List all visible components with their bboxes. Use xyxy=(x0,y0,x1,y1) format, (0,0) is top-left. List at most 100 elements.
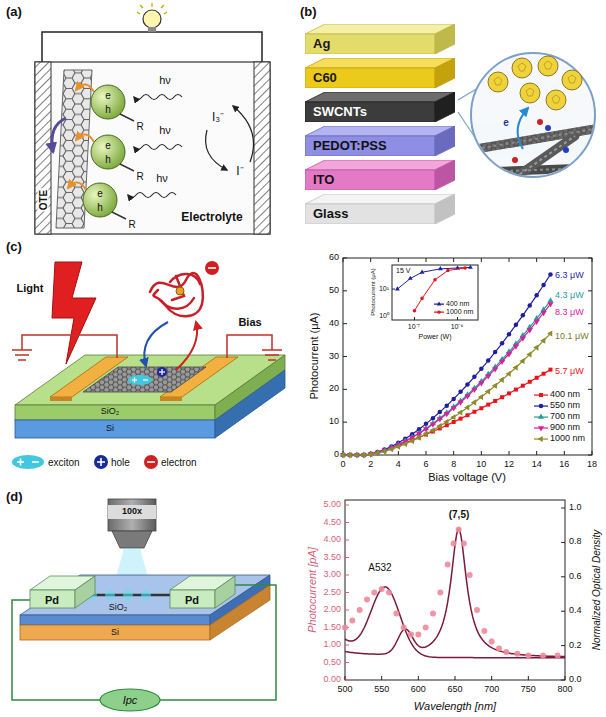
hole-symbol xyxy=(157,367,167,377)
layer-name: ITO xyxy=(313,170,334,190)
data-marker xyxy=(492,367,498,372)
data-marker xyxy=(493,350,498,355)
photon-label: hν xyxy=(159,74,171,86)
power-label: 4.3 μW xyxy=(555,291,584,301)
injection-arrow xyxy=(52,118,66,152)
layer-name: Si xyxy=(106,424,114,434)
photocurrent-chart xyxy=(343,370,551,455)
photocurrent-chart xyxy=(536,451,537,455)
spectrum-chart xyxy=(481,628,487,634)
fullerene xyxy=(488,56,582,110)
photocurrent-chart xyxy=(343,323,347,324)
data-marker xyxy=(444,412,450,417)
spectrum-chart xyxy=(345,540,349,541)
legend-sample xyxy=(534,435,548,443)
axis-tick: 2.50 xyxy=(323,588,341,598)
electrode-name: Pd xyxy=(45,594,59,606)
axis-tick: 0.50 xyxy=(323,658,341,668)
cell-housing xyxy=(35,62,270,234)
axis-tick: 60 xyxy=(329,253,339,263)
axis-tick: 16 xyxy=(559,460,569,470)
data-marker xyxy=(416,435,421,441)
legend-entry: 400 nm xyxy=(534,390,580,400)
axis-tick: 10⁻⁶ xyxy=(451,323,464,331)
ground-symbol xyxy=(12,350,282,360)
substrate-slab xyxy=(15,355,285,438)
nanotube-mesh xyxy=(470,128,600,188)
redox-arrow xyxy=(233,106,254,162)
circuit-wire xyxy=(42,32,262,62)
spectrum-chart xyxy=(342,625,348,631)
spectrum-chart xyxy=(345,557,349,558)
photocurrent-chart xyxy=(509,451,510,455)
data-marker xyxy=(486,358,491,363)
data-marker xyxy=(472,375,477,380)
fullerene xyxy=(512,58,532,78)
photocurrent-chart xyxy=(414,317,415,320)
nanotube-film xyxy=(83,367,206,392)
data-marker xyxy=(409,438,414,444)
nanotube-mesh xyxy=(500,136,575,188)
injection-arrow xyxy=(52,118,66,152)
fullerene-facets xyxy=(494,77,502,85)
layer-top xyxy=(305,160,455,170)
spectrum-chart xyxy=(345,500,565,680)
substrate-slab xyxy=(20,575,270,640)
spectrum-chart xyxy=(345,676,346,680)
data-marker xyxy=(520,336,526,341)
sensitizer-sphere xyxy=(83,85,125,217)
charge-dot xyxy=(563,147,569,153)
axis-tick: 40 xyxy=(329,319,339,329)
spectrum-chart xyxy=(555,653,561,659)
photocurrent-chart xyxy=(392,289,395,290)
fullerene xyxy=(488,72,508,92)
spectrum-chart xyxy=(514,651,520,657)
data-marker xyxy=(541,311,547,316)
hole-transfer-arrow xyxy=(144,322,168,366)
data-marker xyxy=(395,444,400,450)
data-marker xyxy=(507,332,512,337)
data-marker xyxy=(542,372,546,376)
charge-dot xyxy=(537,119,543,125)
data-marker xyxy=(438,410,443,415)
data-marker xyxy=(521,384,525,388)
data-marker xyxy=(533,345,538,351)
light-bulb xyxy=(164,12,167,14)
legend-text: 1000 nm xyxy=(446,308,473,316)
photocurrent-chart xyxy=(588,422,592,423)
photocurrent-chart xyxy=(453,258,454,262)
data-marker xyxy=(422,431,427,437)
group-label: R xyxy=(128,219,135,230)
axis-tick: 500 xyxy=(337,685,352,695)
layer-front xyxy=(305,136,435,156)
data-marker xyxy=(413,309,417,313)
data-marker xyxy=(420,297,424,301)
electron-transfer-arrow xyxy=(176,322,197,370)
gold-electrode xyxy=(50,397,72,401)
data-marker xyxy=(433,278,437,282)
pd-electrode xyxy=(30,576,235,608)
key-exciton xyxy=(32,461,39,463)
fullerene-facets xyxy=(518,63,526,71)
data-marker xyxy=(519,358,524,364)
photocurrent-chart xyxy=(588,290,592,291)
linker-stem xyxy=(112,212,126,219)
fullerene xyxy=(562,70,582,90)
data-marker xyxy=(463,266,467,270)
data-marker xyxy=(500,341,505,346)
light-bolt xyxy=(52,262,96,364)
spectrum-chart xyxy=(528,676,529,680)
photocurrent-chart xyxy=(509,258,510,262)
hole-symbol xyxy=(157,367,167,377)
panel-letter: (d) xyxy=(6,490,23,504)
data-marker xyxy=(485,388,490,394)
linker-stem xyxy=(120,164,134,171)
exciton-symbol xyxy=(134,378,135,383)
axis-tick: 2.00 xyxy=(323,605,341,615)
axis-title: Wavelength [nm] xyxy=(414,700,496,712)
substrate-slab xyxy=(15,405,215,420)
spectrum-chart xyxy=(467,572,473,578)
axis-tick: 0 xyxy=(334,450,339,460)
data-marker xyxy=(478,394,483,400)
electron-symbol xyxy=(205,261,219,275)
